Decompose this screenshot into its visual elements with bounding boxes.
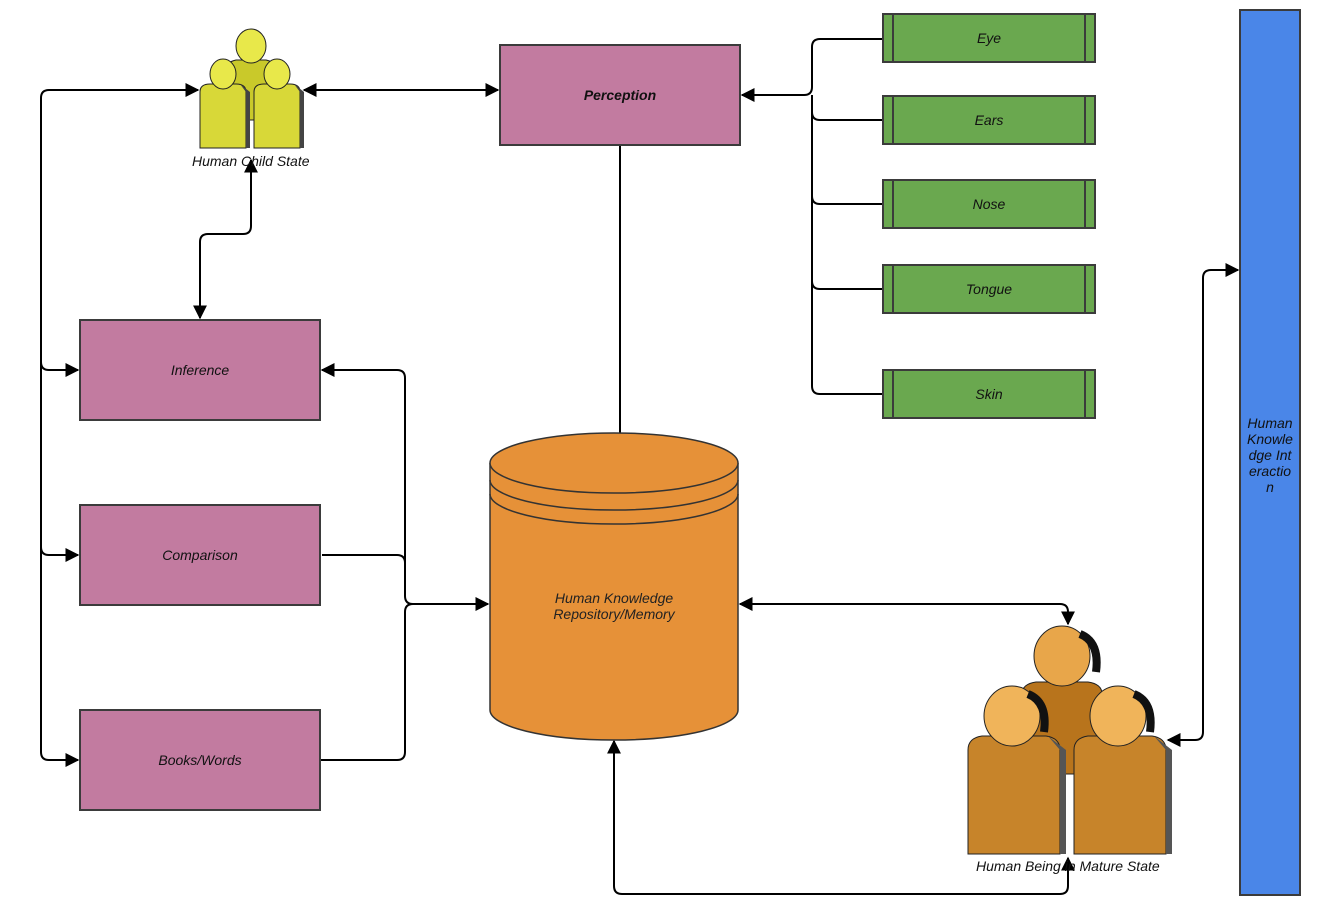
sense-label: Eye xyxy=(976,30,1002,46)
mature-group-icon xyxy=(967,625,1172,855)
edge-bus-inference xyxy=(40,361,80,377)
edge-repository-mature xyxy=(738,597,1075,626)
edge-nose xyxy=(811,95,882,205)
repository-label-line2: Repository/Memory xyxy=(553,606,675,622)
sense-box-ears[interactable]: Ears xyxy=(882,95,1096,145)
edge-ears xyxy=(811,95,882,121)
knowledge-interaction-bar[interactable]: Human Knowledge Interaction xyxy=(1239,9,1301,896)
repository-label: Human Knowledge Repository/Memory xyxy=(490,590,738,622)
interaction-label: Human Knowledge Interaction xyxy=(1247,415,1293,495)
inference-box[interactable]: Inference xyxy=(79,319,321,421)
sense-label: Nose xyxy=(972,196,1006,212)
perception-label: Perception xyxy=(583,87,657,103)
sense-label: Skin xyxy=(975,386,1003,402)
repository-label-line1: Human Knowledge xyxy=(554,590,674,606)
edge-left-bus xyxy=(40,83,200,767)
edge-repository-bottom xyxy=(607,739,1075,895)
sense-label: Ears xyxy=(974,112,1004,128)
comparison-label: Comparison xyxy=(162,547,238,563)
edge-comparison xyxy=(322,554,406,596)
sense-box-nose[interactable]: Nose xyxy=(882,179,1096,229)
edge-bus-comparison xyxy=(40,546,80,562)
perception-box[interactable]: Perception xyxy=(499,44,741,146)
books-words-box[interactable]: Books/Words xyxy=(79,709,321,811)
edge-skin xyxy=(811,95,882,395)
child-state-label: Human Child State xyxy=(192,153,310,169)
edge-tongue xyxy=(811,95,882,290)
repository-cylinder xyxy=(489,432,739,741)
sense-label: Tongue xyxy=(965,281,1013,297)
comparison-box[interactable]: Comparison xyxy=(79,504,321,606)
edge-senses-perception xyxy=(740,38,882,102)
inference-label: Inference xyxy=(170,362,230,378)
edge-books xyxy=(321,603,414,761)
edge-child-inference xyxy=(193,158,258,320)
books-words-label: Books/Words xyxy=(158,752,242,768)
edge-mature-interaction xyxy=(1166,263,1240,747)
sense-box-skin[interactable]: Skin xyxy=(882,369,1096,419)
mature-state-label: Human Being in Mature State xyxy=(976,858,1160,874)
sense-box-tongue[interactable]: Tongue xyxy=(882,264,1096,314)
child-group-icon xyxy=(199,28,304,149)
sense-box-eye[interactable]: Eye xyxy=(882,13,1096,63)
